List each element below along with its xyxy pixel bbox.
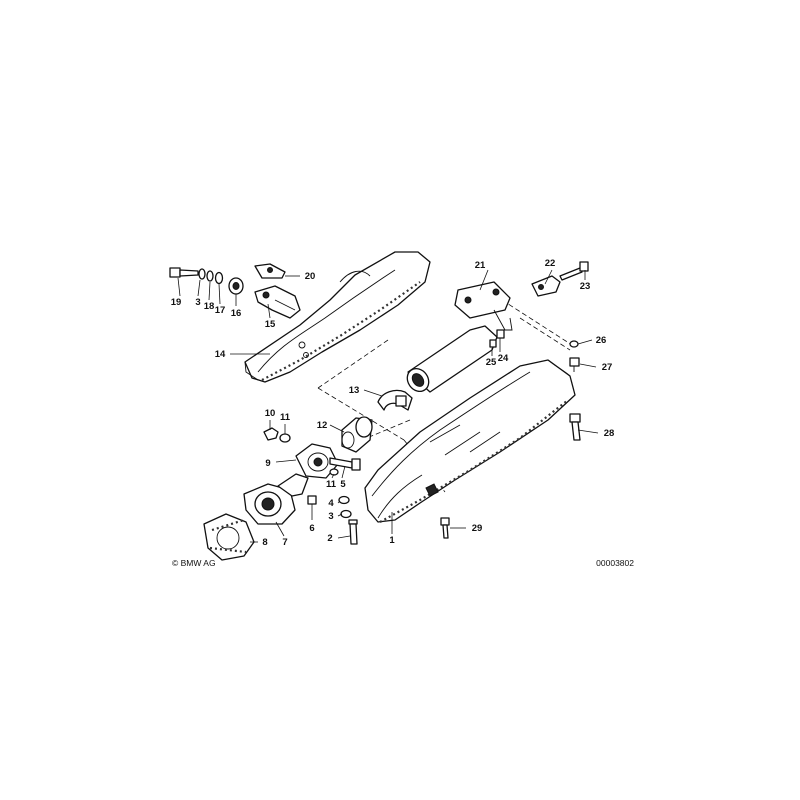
callout-22: 22 [545,258,556,269]
callout-3-lower: 3 [328,511,333,522]
bracket-21 [454,281,513,331]
column-tube [406,325,498,393]
coupling-7 [243,473,309,525]
bolt-28 [569,413,581,441]
copyright-text: © BMW AG [172,558,216,568]
plate-22 [531,275,561,297]
leader-lines [177,269,599,543]
callout-9: 9 [265,458,270,469]
callout-10: 10 [265,408,276,419]
callout-2: 2 [327,533,332,544]
callout-18: 18 [204,301,215,312]
washer-11-lower [329,468,339,476]
callout-28: 28 [604,428,615,439]
bolt-5 [329,457,361,471]
sleeve-12 [341,416,373,453]
upper-steering-column-shroud [244,251,431,383]
callout-27: 27 [602,362,613,373]
washer-11-upper [279,433,291,443]
flange-9 [295,443,339,479]
bolt-27 [569,357,580,372]
callout-1: 1 [389,535,395,546]
callout-20: 20 [305,271,316,282]
nut-6 [307,495,317,505]
callout-8: 8 [262,537,267,548]
callout-labels: 19 3 18 17 16 15 20 14 21 22 23 24 25 26… [171,258,615,548]
bolt-19-washer-stack [169,267,244,295]
callout-15: 15 [265,319,276,330]
callout-25: 25 [486,357,497,368]
callout-26: 26 [596,335,607,346]
image-number: 00003802 [596,558,634,568]
callout-23: 23 [580,281,591,292]
lower-steering-column-shroud [364,359,576,523]
callout-29: 29 [472,523,483,534]
nuts-24-25 [489,329,505,348]
callout-4: 4 [328,498,334,509]
bolt-23 [559,261,589,281]
callout-13: 13 [349,385,360,396]
callout-11-lower: 11 [326,479,337,490]
washer-26 [569,340,579,348]
bolt-2-washer-stack [338,495,358,545]
callout-5: 5 [340,479,346,490]
callout-19: 19 [171,297,182,308]
callout-17: 17 [215,305,226,316]
callout-7: 7 [282,537,287,548]
bolt-29 [440,517,450,539]
callout-12: 12 [317,420,328,431]
clamp-13 [377,389,413,411]
callout-6: 6 [309,523,314,534]
callout-16: 16 [231,308,242,319]
gasket-8 [203,513,255,561]
callout-11-upper: 11 [280,412,291,423]
callout-24: 24 [498,353,509,364]
nut-20 [254,263,286,279]
nut-10 [263,427,279,441]
bracket-15 [254,285,301,319]
callout-14: 14 [215,349,226,360]
callout-3-upper: 3 [195,297,200,308]
callout-21: 21 [475,260,486,271]
